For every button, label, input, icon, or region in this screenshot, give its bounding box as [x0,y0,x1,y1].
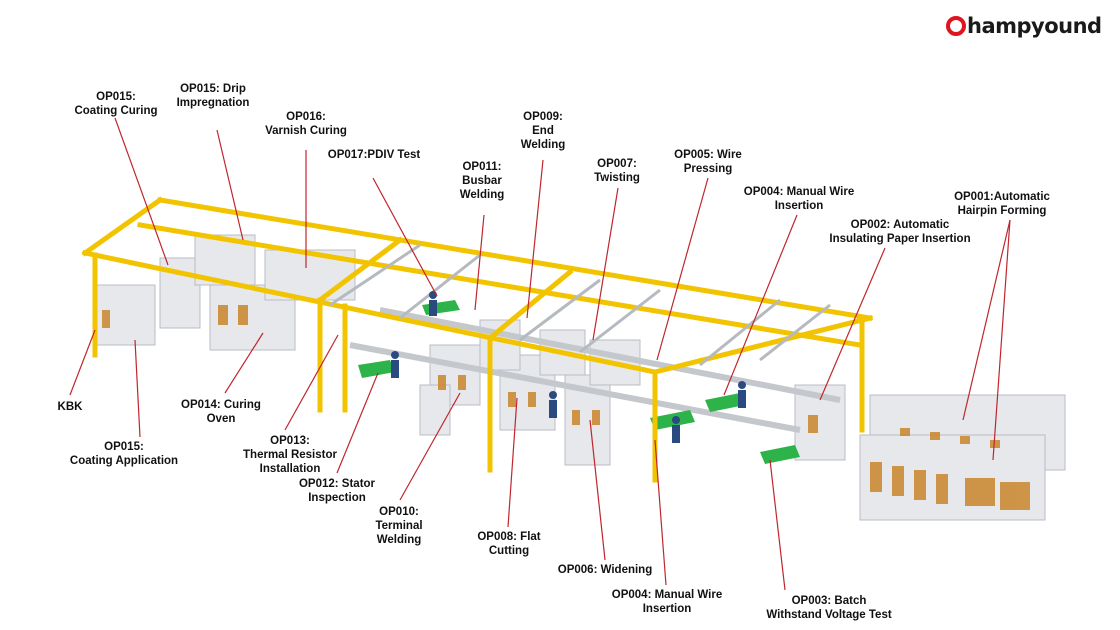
label-op006-widening: OP006: Widening [557,564,653,576]
conveyor [349,307,841,433]
leader-lines [69,117,1011,591]
label-kbk: KBK [57,401,83,413]
champyound-logo: hampyound [946,14,1102,38]
label-op015-coating-curing: OP015:Coating Curing [74,91,158,117]
label-op015-coating-application: OP015:Coating Application [69,441,179,467]
label-op007-twisting: OP007:Twisting [594,158,640,184]
operators [391,291,746,443]
label-op017-pdiv-test: OP017:PDIV Test [327,149,421,161]
label-op016-varnish-curing: OP016:Varnish Curing [265,111,347,137]
kbk-rails [329,243,831,367]
machine-windows [102,305,1030,510]
